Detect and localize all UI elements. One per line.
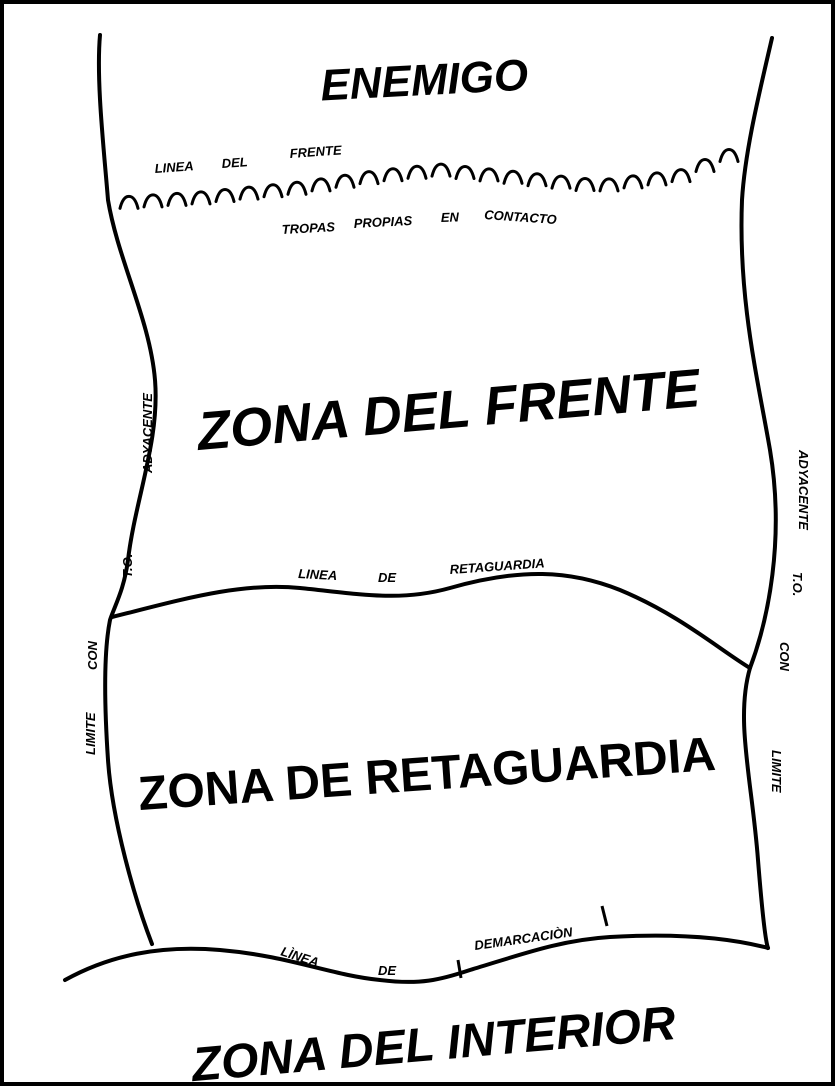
front-line-word-3: FRENTE (289, 142, 342, 161)
troop-mark-18 (550, 174, 572, 190)
troop-mark-0 (118, 194, 140, 210)
left-boundary-word-4: ADYACENTE (140, 393, 155, 474)
troop-mark-20 (598, 177, 620, 193)
front-line-word-1: LINEA (154, 158, 194, 176)
left-boundary-word-2: CON (85, 641, 100, 671)
troop-mark-9 (334, 173, 356, 189)
troop-mark-11 (382, 167, 404, 183)
rear-line-word-2: DE (378, 570, 396, 585)
front-line-troop-marks (118, 147, 740, 210)
troop-mark-8 (310, 177, 332, 193)
troop-mark-1 (142, 193, 164, 209)
right-boundary-word-1: LIMITE (769, 750, 784, 793)
demarcation-tick-2 (600, 905, 609, 927)
right-boundary-word-3: T.O. (790, 572, 805, 596)
troop-mark-16 (502, 169, 524, 185)
troop-mark-22 (646, 171, 668, 187)
troop-mark-24 (694, 158, 716, 174)
troop-mark-13 (430, 162, 452, 178)
left-boundary-word-3: T.O. (120, 554, 135, 578)
right-boundary-word-4: ADYACENTE (796, 449, 811, 530)
contact-troops-word-1: TROPAS (281, 219, 335, 237)
troop-mark-25 (718, 147, 740, 163)
troop-mark-7 (286, 180, 308, 196)
contact-troops-word-2: PROPIAS (353, 213, 413, 231)
rear-line (110, 572, 752, 670)
troop-mark-23 (670, 168, 692, 184)
contact-troops-word-4: CONTACTO (484, 207, 557, 227)
troop-mark-21 (622, 174, 644, 190)
troop-mark-2 (166, 191, 188, 207)
left-boundary-line (96, 33, 158, 946)
troop-mark-4 (214, 187, 236, 203)
front-line-word-2: DEL (221, 154, 248, 171)
troop-mark-3 (190, 190, 212, 206)
rear-zone-label: ZONA DE RETAGUARDIA (136, 728, 717, 821)
troop-mark-14 (454, 164, 476, 180)
troop-mark-5 (238, 185, 260, 201)
rear-line-word-1: LINEA (298, 566, 338, 583)
front-zone-label: ZONA DEL FRENTE (193, 358, 704, 462)
demarcation-line-word-1: LÌNEA (279, 944, 321, 970)
troop-mark-15 (478, 167, 500, 183)
troop-mark-12 (406, 164, 428, 180)
rear-line-word-3: RETAGUARDIA (449, 555, 545, 577)
troop-mark-6 (262, 183, 284, 199)
demarcation-tick-1 (456, 959, 463, 979)
enemy-zone-label: ENEMIGO (319, 51, 529, 111)
contact-troops-word-3: EN (441, 209, 460, 225)
demarcation-line-word-2: DE (378, 963, 396, 978)
right-boundary-line (739, 36, 778, 950)
troop-mark-10 (358, 170, 380, 186)
left-boundary-word-1: LIMITE (83, 712, 98, 755)
demarcation-line-word-3: DEMARCACIÒN (473, 924, 574, 953)
interior-zone-label: ZONA DEL INTERIOR (188, 997, 678, 1087)
troop-mark-19 (574, 176, 596, 192)
demarcation-line (63, 933, 770, 984)
right-boundary-word-2: CON (777, 642, 792, 672)
troop-mark-17 (526, 172, 548, 188)
